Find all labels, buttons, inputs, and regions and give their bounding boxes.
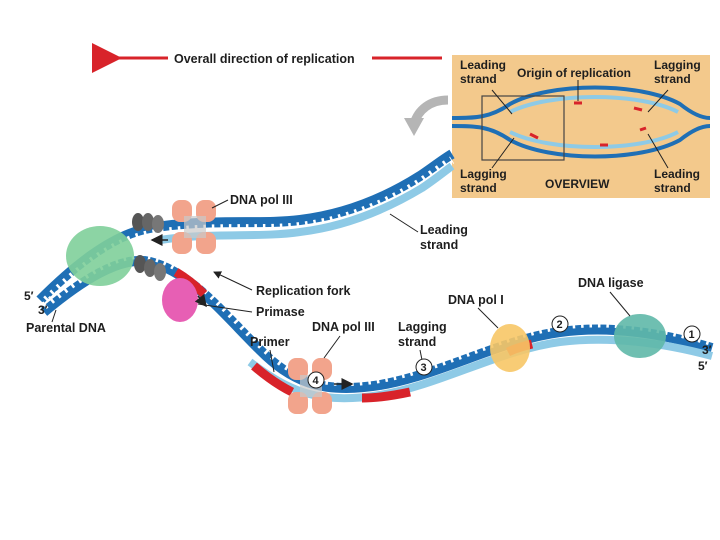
overview-new-bottom — [509, 130, 679, 149]
lower-parental-rungs — [41, 250, 714, 386]
pointer — [389, 213, 419, 233]
primer-segment — [251, 362, 295, 397]
svg-text:1: 1 — [689, 329, 695, 341]
overview-title: OVERVIEW — [545, 177, 610, 191]
overview-zoom-box — [481, 95, 565, 161]
overview-origin-label: Origin of replication — [517, 66, 631, 80]
overview-leading-bottom: Leading strand — [654, 167, 703, 195]
label-dna-pol-iii-bottom: DNA pol III — [312, 320, 375, 334]
pointer — [477, 307, 499, 329]
svg-text:2: 2 — [557, 319, 563, 331]
dna-pol-i-protein — [490, 324, 530, 372]
pointer — [609, 291, 631, 317]
overview-parental-bottom — [451, 124, 711, 159]
step-marker-4: 4 — [307, 371, 325, 389]
pointer — [211, 199, 229, 209]
pointer — [491, 137, 515, 169]
overall-direction: Overall direction of replication — [92, 43, 442, 73]
label-dna-ligase: DNA ligase — [578, 276, 644, 290]
dna-pol-iii-top-protein — [172, 200, 216, 254]
overview-leading-top: Leading strand — [460, 58, 509, 86]
sliding-clamp-bottom — [134, 255, 166, 281]
pointer — [647, 133, 669, 169]
overview-lagging-top: Lagging strand — [654, 58, 704, 86]
label-5prime-left: 5′ — [24, 289, 34, 303]
label-lagging-strand: Lagging strand — [398, 320, 450, 349]
sliding-clamp-top — [132, 213, 164, 233]
primer-segment — [173, 268, 208, 298]
label-dna-pol-i: DNA pol I — [448, 293, 504, 307]
label-3prime-right: 3′ — [702, 343, 712, 357]
overview-parental-top — [451, 85, 711, 120]
overview-lagging-bottom: Lagging strand — [460, 167, 510, 195]
svg-text:4: 4 — [313, 375, 320, 387]
dna-ligase-protein — [614, 314, 666, 358]
pointer — [647, 89, 669, 113]
label-5prime-right: 5′ — [698, 359, 708, 373]
label-3prime-left: 3′ — [38, 303, 48, 317]
overview-primer — [639, 126, 647, 132]
overview-new-top — [509, 95, 679, 114]
leading-new-strand — [159, 162, 455, 244]
primer-segment — [361, 387, 411, 403]
label-dna-pol-iii-top: DNA pol III — [230, 193, 293, 207]
overview-primer — [633, 106, 643, 112]
pointer — [197, 303, 253, 313]
label-primase: Primase — [256, 305, 305, 319]
overview-primer — [529, 132, 539, 140]
step-marker-1: 1 — [683, 325, 701, 343]
svg-text:3: 3 — [421, 362, 427, 374]
primase-protein — [162, 278, 198, 322]
label-leading-strand: Leading strand — [420, 223, 471, 252]
pointer — [491, 89, 513, 115]
direction-label: Overall direction of replication — [174, 52, 355, 66]
step-marker-2: 2 — [551, 315, 569, 333]
pointer — [323, 335, 341, 359]
primase-direction-arrow — [194, 294, 207, 308]
overview-background — [452, 55, 710, 198]
pointer — [51, 309, 57, 323]
label-replication-fork: Replication fork — [256, 284, 351, 298]
pointer — [269, 349, 275, 373]
helicase — [66, 226, 134, 286]
pointer — [213, 271, 253, 291]
label-parental-dna: Parental DNA — [26, 321, 106, 335]
overview-panel: Leading strand Origin of replication Lag… — [451, 55, 711, 198]
label-primer: Primer — [250, 335, 290, 349]
step-marker-3: 3 — [415, 358, 433, 376]
zoom-arrow-head — [404, 118, 424, 136]
